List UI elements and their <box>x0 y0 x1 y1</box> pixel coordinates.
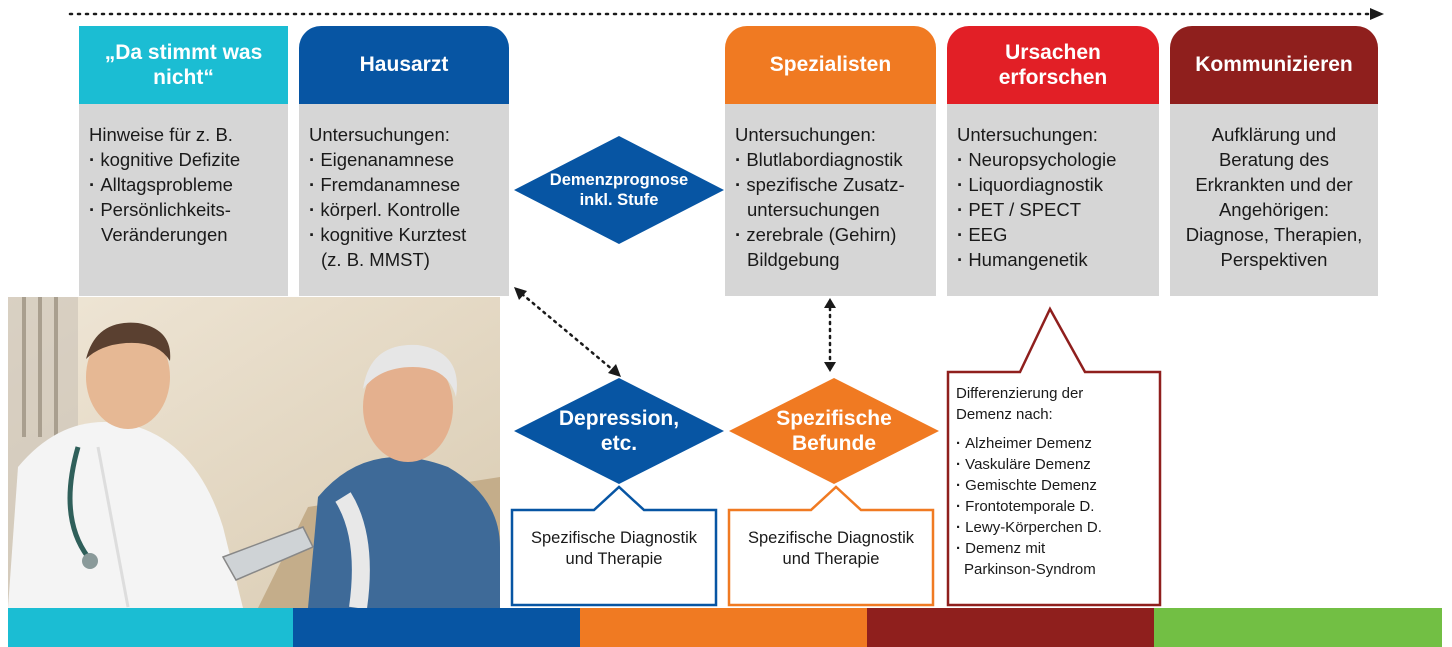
color-bar-orange <box>580 608 867 647</box>
prognosis-diamond-label: Demenzprognose inkl. Stufe <box>549 171 689 209</box>
differentiation-item: Vaskuläre Demenz <box>956 454 1152 475</box>
differentiation-title: Differenzierung der Demenz nach: <box>956 385 1084 423</box>
doctor-patient-photo <box>8 297 500 608</box>
stage-title: Kommunizieren <box>1195 53 1353 77</box>
stage-header-suspicion: „Da stimmt was nicht“ <box>79 26 288 104</box>
stage-title: Spezialisten <box>769 53 892 77</box>
body-bullet: kognitive Defizite <box>89 147 280 172</box>
body-bullet: Alltagsprobleme <box>89 172 280 197</box>
color-bar-darkred <box>867 608 1154 647</box>
stage-header-causes: Ursachen erforschen <box>947 26 1159 104</box>
body-line: Perspektiven <box>1220 249 1328 270</box>
stage-header-specialists: Spezialisten <box>725 26 936 104</box>
stage-title: Hausarzt <box>359 53 449 77</box>
body-bullet: EEG <box>957 222 1151 247</box>
depression-callout <box>510 485 718 607</box>
color-bar-blue <box>293 608 580 647</box>
body-intro: Untersuchungen: <box>957 124 1098 145</box>
differentiation-item: Lewy-Körperchen D. <box>956 517 1152 538</box>
timeline-arrow <box>68 8 1384 20</box>
differentiation-item: Alzheimer Demenz <box>956 433 1152 454</box>
findings-callout-text: Spezifische Diagnostik und Therapie <box>748 529 914 568</box>
body-bullet: Liquordiagnostik <box>957 172 1151 197</box>
depression-diamond <box>514 378 724 484</box>
body-continuation: untersuchungen <box>747 199 880 220</box>
differentiation-item: Demenz mit <box>956 538 1152 559</box>
body-continuation: Bildgebung <box>747 249 840 270</box>
body-line: Beratung des <box>1218 149 1330 170</box>
stage-header-gp: Hausarzt <box>299 26 509 104</box>
body-intro: Hinweise für z. B. <box>89 124 233 145</box>
depression-callout-text: Spezifische Diagnostik und Therapie <box>531 529 697 568</box>
differentiation-item: Gemischte Demenz <box>956 475 1152 496</box>
stage-title: „Da stimmt was nicht“ <box>104 40 263 89</box>
stage-header-communicate: Kommunizieren <box>1170 26 1378 104</box>
body-continuation: Veränderungen <box>101 224 228 245</box>
body-line: Aufklärung und <box>1211 124 1337 145</box>
stage-title: Ursachen erforschen <box>998 40 1108 89</box>
body-continuation: (z. B. MMST) <box>321 249 430 270</box>
stage-body-suspicion: Hinweise für z. B. kognitive Defizite Al… <box>79 104 288 296</box>
body-line: Erkrankten und der <box>1195 174 1353 195</box>
body-bullet: Blutlabordiagnostik <box>735 147 928 172</box>
body-bullet: Persönlichkeits- <box>89 197 280 222</box>
stage-body-causes: Untersuchungen: Neuropsychologie Liquord… <box>947 104 1159 296</box>
depression-diamond-label: Depression, etc. <box>558 406 680 455</box>
body-bullet: spezifische Zusatz- <box>735 172 928 197</box>
body-bullet: Eigenanamnese <box>309 147 501 172</box>
body-line: Diagnose, Therapien, <box>1185 224 1363 245</box>
dotted-arrow-gp-depression <box>514 287 621 377</box>
differentiation-item: Frontotemporale D. <box>956 496 1152 517</box>
body-intro: Untersuchungen: <box>309 124 450 145</box>
body-bullet: Fremdanamnese <box>309 172 501 197</box>
dotted-arrow-specialists-findings <box>824 298 836 372</box>
body-line: Angehörigen: <box>1218 199 1330 220</box>
color-bar-cyan <box>8 608 293 647</box>
stage-body-specialists: Untersuchungen: Blutlabordiagnostik spez… <box>725 104 936 296</box>
differentiation-text: Differenzierung der Demenz nach: Alzheim… <box>956 383 1152 580</box>
color-bar-green <box>1154 608 1442 647</box>
stage-body-gp: Untersuchungen: Eigenanamnese Fremdanamn… <box>299 104 509 296</box>
findings-diamond-label: Spezifische Befunde <box>776 406 892 455</box>
findings-callout <box>727 485 935 607</box>
findings-diamond <box>729 378 939 484</box>
body-bullet: Humangenetik <box>957 247 1151 272</box>
body-bullet: kognitive Kurztest <box>309 222 501 247</box>
prognosis-diamond <box>514 136 724 244</box>
body-bullet: zerebrale (Gehirn) <box>735 222 928 247</box>
body-bullet: Neuropsychologie <box>957 147 1151 172</box>
body-intro: Untersuchungen: <box>735 124 876 145</box>
body-bullet: PET / SPECT <box>957 197 1151 222</box>
differentiation-continuation: Parkinson-Syndrom <box>964 561 1096 578</box>
stage-body-communicate: Aufklärung und Beratung des Erkrankten u… <box>1170 104 1378 296</box>
body-bullet: körperl. Kontrolle <box>309 197 501 222</box>
